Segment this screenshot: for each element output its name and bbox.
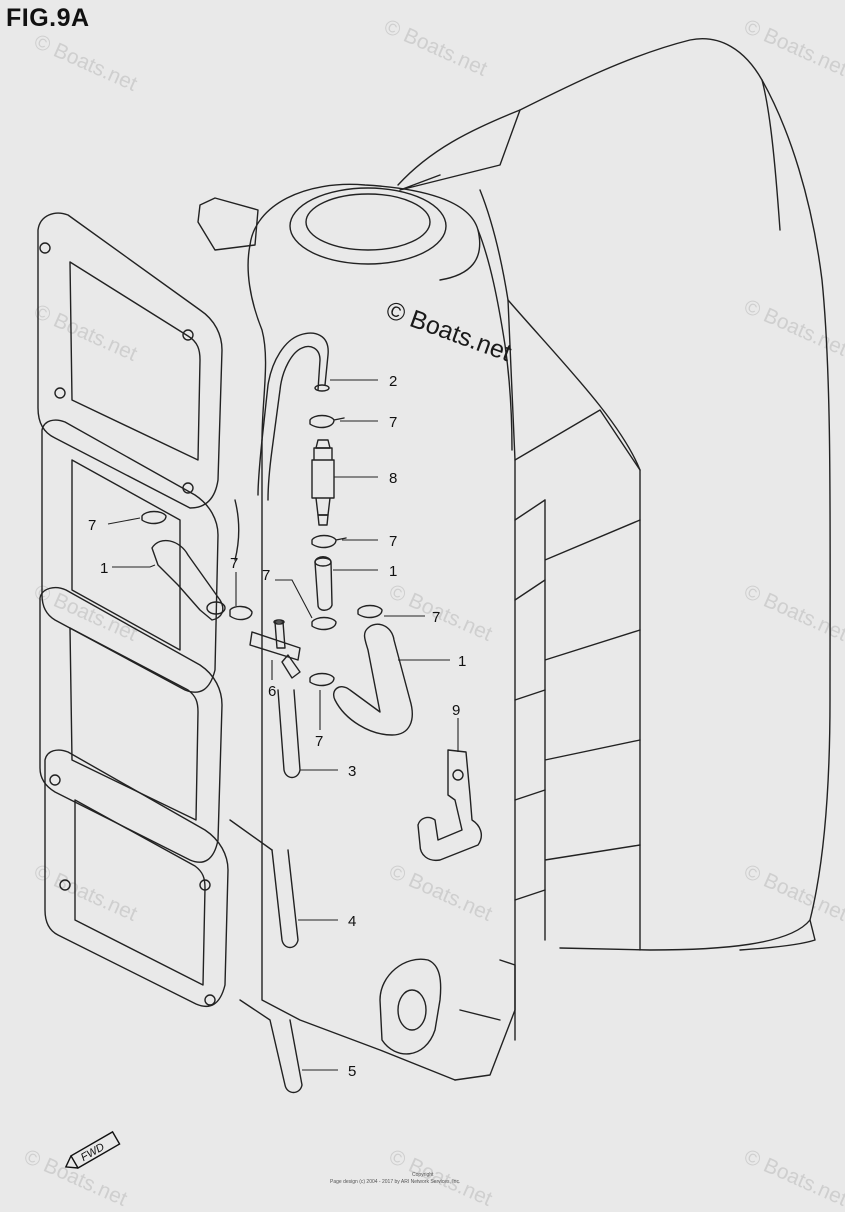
callout-label: 7 [315,733,323,750]
figure-title: FIG.9A [6,4,90,32]
clamp-7e [229,605,253,621]
callout-label: 3 [348,763,356,780]
callout-label: 1 [458,653,466,670]
callout-label: 7 [432,609,440,626]
fwd-label: FWD [79,1141,107,1164]
callout-label: 9 [452,702,460,719]
hose-1a [314,556,333,611]
crankcase-outline [397,38,831,951]
bracket-9 [417,749,482,862]
clamp-7d [141,510,167,525]
callout-label: 1 [389,563,397,580]
footer-copyright: Copyright [412,1172,434,1178]
hose-2 [257,332,329,501]
bottom-flange [379,958,442,1055]
reed-plate-3 [39,586,223,863]
callout-label: 7 [88,517,96,534]
hose-4 [271,849,299,949]
clamp-7g [309,672,335,687]
callout-label: 8 [389,470,397,487]
block-right-flank [454,189,516,1081]
fwd-badge: FWD [64,1130,121,1169]
hose-3 [277,689,301,779]
clamp-7c [311,616,337,631]
callout-label: 7 [389,533,397,550]
clamp-7f [357,604,383,619]
clamp-7b [311,534,347,549]
callout-label: 6 [268,683,276,700]
footer-page-design: Page design (c) 2004 - 2017 by ARI Netwo… [330,1179,461,1185]
hose-5 [239,999,303,1094]
callout-label: 7 [389,414,397,431]
callout-label: 1 [100,560,108,577]
callout-label: 4 [348,913,356,930]
reed-plate-1 [37,212,223,509]
top-boss [249,183,481,281]
t-fitting-6 [249,621,301,679]
callout-label: 7 [230,555,238,572]
hose-1b [151,539,224,621]
hose-1c [333,623,413,736]
reed-plate-2 [41,419,219,693]
callout-label: 5 [348,1063,356,1080]
clamp-7a [309,414,345,429]
callout-label: 7 [262,567,270,584]
reed-plate-4 [44,749,229,1008]
callout-label: 2 [389,373,397,390]
filter-8 [311,447,335,516]
